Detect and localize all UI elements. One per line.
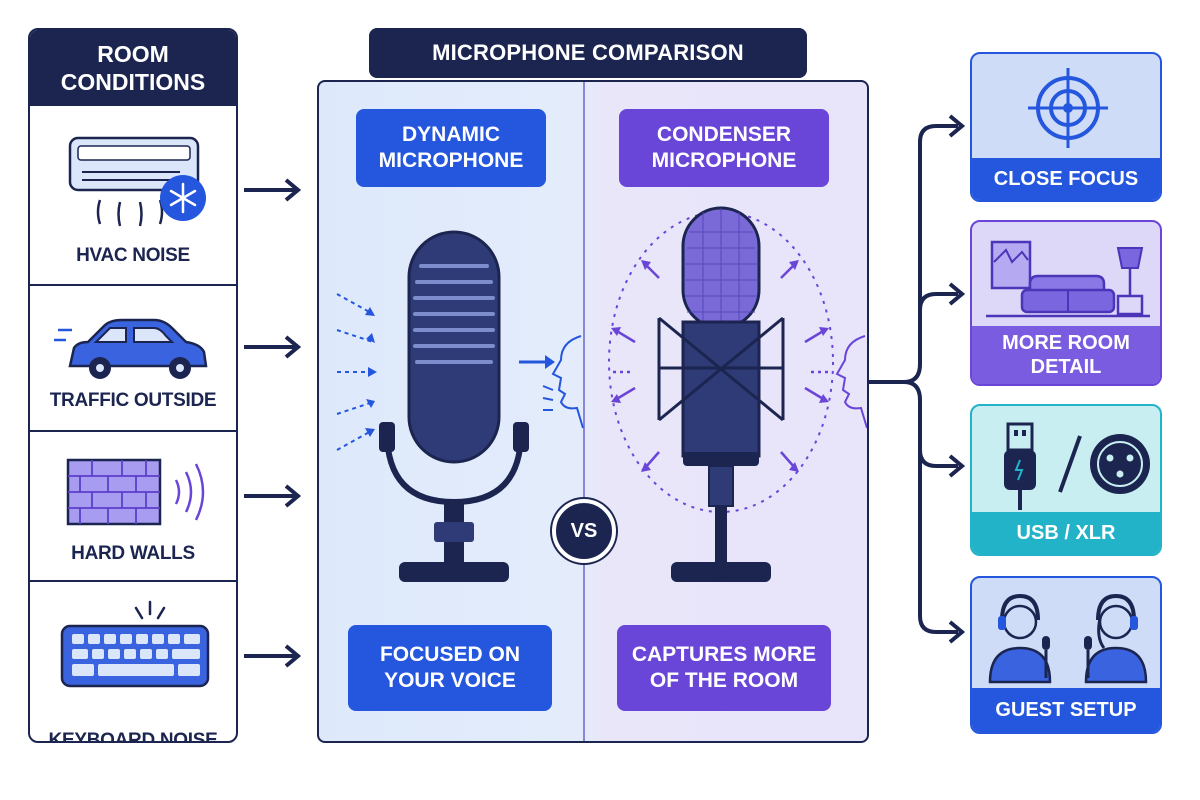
outcome-guest-setup: GUEST SETUP bbox=[970, 576, 1162, 734]
outcome-more-room-detail: MORE ROOM DETAIL bbox=[970, 220, 1162, 386]
outcome-label: USB / XLR bbox=[972, 512, 1160, 554]
keyboard-icon bbox=[60, 600, 210, 688]
room-conditions-panel: ROOM CONDITIONS HVAC NOISE TRA bbox=[28, 28, 238, 743]
vs-badge: VS bbox=[552, 499, 616, 563]
arrow-traffic-to-mics bbox=[244, 335, 302, 359]
outcome-label: CLOSE FOCUS bbox=[972, 158, 1160, 200]
center-divider bbox=[583, 82, 585, 741]
outcome-label: GUEST SETUP bbox=[972, 688, 1160, 732]
brick-wall-icon bbox=[66, 458, 205, 526]
condition-hvac-noise: HVAC NOISE bbox=[30, 106, 236, 284]
car-icon bbox=[54, 318, 208, 379]
diagram-title: MICROPHONE COMPARISON bbox=[369, 28, 807, 78]
arrow-keyboard-to-mics bbox=[244, 644, 302, 668]
room-conditions-header: ROOM CONDITIONS bbox=[30, 30, 236, 106]
dynamic-mic-caption: FOCUSED ON YOUR VOICE bbox=[348, 625, 552, 711]
comparison-panel: DYNAMIC MICROPHONE CONDENSER MICROPHONE … bbox=[317, 80, 869, 743]
condition-label: TRAFFIC OUTSIDE bbox=[49, 390, 217, 411]
condenser-mic-title: CONDENSER MICROPHONE bbox=[619, 109, 829, 187]
usb-xlr-connector-icon bbox=[1004, 422, 1150, 510]
living-room-icon bbox=[986, 240, 1150, 318]
target-icon bbox=[1028, 68, 1108, 148]
condition-label: HARD WALLS bbox=[71, 543, 195, 564]
condition-keyboard-noise: KEYBOARD NOISE bbox=[30, 580, 236, 743]
speaker-face-icon bbox=[551, 335, 584, 429]
outcome-label: MORE ROOM DETAIL bbox=[972, 326, 1160, 384]
outcome-close-focus: CLOSE FOCUS bbox=[970, 52, 1162, 202]
speaker-face-icon bbox=[835, 335, 867, 429]
branch-arrows bbox=[868, 114, 966, 644]
arrow-walls-to-mics bbox=[244, 484, 302, 508]
air-conditioner-icon bbox=[68, 136, 206, 227]
podcast-guests-icon bbox=[988, 593, 1148, 684]
condenser-microphone-icon bbox=[608, 206, 834, 582]
condition-label: HVAC NOISE bbox=[76, 245, 190, 266]
outcome-usb-xlr: USB / XLR bbox=[970, 404, 1162, 556]
dynamic-microphone-icon bbox=[336, 230, 555, 582]
condition-hard-walls: HARD WALLS bbox=[30, 430, 236, 580]
arrow-hvac-to-mics bbox=[244, 178, 302, 202]
dynamic-mic-title: DYNAMIC MICROPHONE bbox=[356, 109, 546, 187]
condition-label: KEYBOARD NOISE bbox=[48, 730, 218, 743]
condenser-mic-caption: CAPTURES MORE OF THE ROOM bbox=[617, 625, 831, 711]
condition-traffic-outside: TRAFFIC OUTSIDE bbox=[30, 284, 236, 430]
